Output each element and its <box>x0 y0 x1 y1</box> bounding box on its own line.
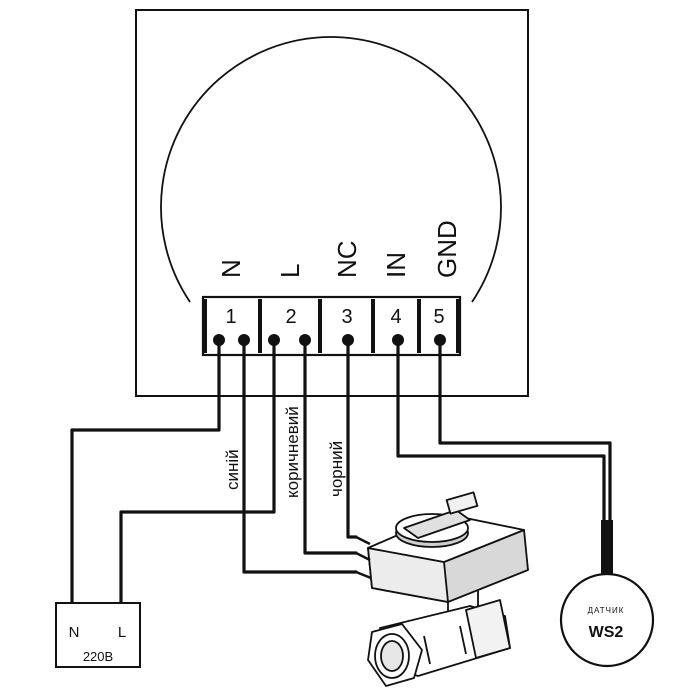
valve-pipe-fitting <box>465 599 511 659</box>
valve-body-line <box>459 625 467 655</box>
terminal-block-frame <box>201 295 462 357</box>
terminal-divider <box>456 299 460 353</box>
terminal-number-5: 5 <box>433 306 444 328</box>
terminal-name-nc: NC <box>332 240 362 278</box>
valve-wire-entry <box>355 551 371 562</box>
wire-label-blue: синій <box>223 449 242 490</box>
sensor-cable-sleeve <box>601 520 613 582</box>
terminal-contact-dot <box>392 334 404 346</box>
valve-body-line <box>423 635 431 665</box>
terminal-number-2: 2 <box>285 306 296 328</box>
terminal-name-l: L <box>275 264 305 278</box>
supply-label-n: N <box>69 624 80 641</box>
valve-wire-entry <box>355 570 372 580</box>
wire-neutral-supply <box>70 338 221 605</box>
terminal-contact-dot <box>342 334 354 346</box>
valve-knob-lever <box>403 509 471 539</box>
wire-label-black: чорний <box>327 441 346 497</box>
sensor-puck <box>559 572 655 668</box>
power-supply-box: N L 220В <box>55 602 141 668</box>
terminal-contacts <box>213 334 446 346</box>
motorized-ball-valve <box>355 491 529 687</box>
controller-dial-circle <box>160 36 502 303</box>
terminal-contact-dot <box>213 334 225 346</box>
terminal-divider <box>417 299 421 353</box>
wire-brown-supply <box>119 338 276 605</box>
wire-blue-valve <box>242 338 358 574</box>
valve-connector-plug <box>445 491 479 515</box>
terminal-contact-dot <box>434 334 446 346</box>
terminal-divider <box>371 299 375 353</box>
terminal-divider <box>203 299 207 353</box>
wire-brown-valve <box>303 338 358 555</box>
terminal-number-4: 4 <box>390 306 401 328</box>
valve-wire-entry <box>355 535 371 546</box>
wire-sensor-in <box>396 338 606 527</box>
wire-black-valve <box>346 338 358 539</box>
sensor-model: WS2 <box>589 624 624 641</box>
leak-sensor: датчик WS2 <box>559 572 655 668</box>
terminal-number-3: 3 <box>341 306 352 328</box>
terminal-contact-dot <box>238 334 250 346</box>
sensor-caption: датчик <box>588 606 625 615</box>
terminal-divider <box>318 299 322 353</box>
wiring <box>70 338 613 605</box>
supply-label-l: L <box>118 624 126 641</box>
terminal-contact-dot <box>268 334 280 346</box>
wire-sensor-gnd <box>438 338 612 527</box>
valve-port-thread <box>380 640 404 672</box>
controller-unit: 1 2 3 4 5 N L NC IN GND <box>135 9 529 397</box>
supply-voltage-label: 220В <box>83 649 113 664</box>
terminal-contact-dot <box>299 334 311 346</box>
terminal-block: 1 2 3 4 5 <box>201 295 462 357</box>
terminal-number-1: 1 <box>225 306 236 328</box>
terminal-name-n: N <box>216 259 246 278</box>
terminal-divider <box>258 299 262 353</box>
power-supply-frame <box>55 602 141 668</box>
terminal-name-in: IN <box>381 252 411 278</box>
terminal-name-gnd: GND <box>432 220 462 278</box>
wire-label-brown: коричневий <box>283 406 302 498</box>
